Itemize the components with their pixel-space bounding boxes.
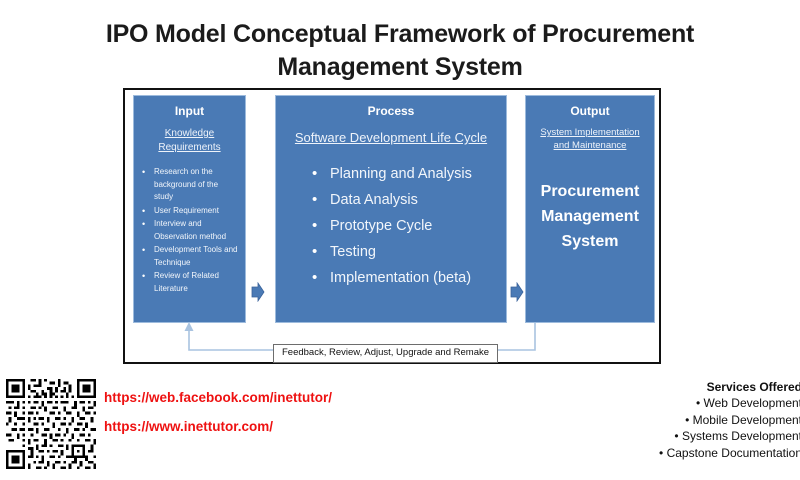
services-offered: Services Offered Web Development Mobile … [659,379,800,461]
list-item: Planning and Analysis [312,161,506,187]
process-box-subheading: Software Development Life Cycle [294,130,488,145]
list-item: Interview and Observation method [142,218,239,243]
qr-code-icon [6,379,96,469]
page-title: IPO Model Conceptual Framework of Procur… [105,20,695,81]
input-box: Input Knowledge Requirements Research on… [133,95,246,323]
list-item: Development Tools and Technique [142,244,239,269]
list-item: Research on the background of the study [142,166,239,204]
list-item: Implementation (beta) [312,265,506,291]
footer-links: https://web.facebook.com/inettutor/ http… [104,383,332,441]
arrow-right-icon [510,281,524,303]
list-item: Systems Development [659,428,800,445]
website-link[interactable]: https://www.inettutor.com/ [104,419,273,434]
input-box-subheading: Knowledge Requirements [158,128,221,153]
list-item: Capstone Documentation [659,445,800,462]
process-box: Process Software Development Life Cycle … [275,95,507,323]
ipo-diagram-frame: Input Knowledge Requirements Research on… [123,88,661,364]
services-offered-title: Services Offered [706,380,800,394]
arrow-right-icon [251,281,265,303]
services-offered-list: Web Development Mobile Development Syste… [659,395,800,461]
list-item: Prototype Cycle [312,213,506,239]
output-box: Output System Implementation and Mainten… [525,95,655,323]
list-item: Web Development [659,395,800,412]
feedback-label: Feedback, Review, Adjust, Upgrade and Re… [273,344,499,363]
output-box-heading: Output [570,104,610,118]
list-item: Mobile Development [659,412,800,429]
process-box-heading: Process [367,104,415,118]
input-box-list: Research on the background of the study … [142,166,239,295]
list-item: User Requirement [142,205,239,218]
output-box-subheading: System Implementation and Maintenance [540,127,640,151]
list-item: Review of Related Literature [142,270,239,295]
output-box-result: Procurement Management System [540,182,640,250]
list-item: Data Analysis [312,187,506,213]
list-item: Testing [312,239,506,265]
facebook-link[interactable]: https://web.facebook.com/inettutor/ [104,390,333,405]
process-box-list: Planning and Analysis Data Analysis Prot… [312,161,506,291]
input-box-heading: Input [174,104,205,118]
